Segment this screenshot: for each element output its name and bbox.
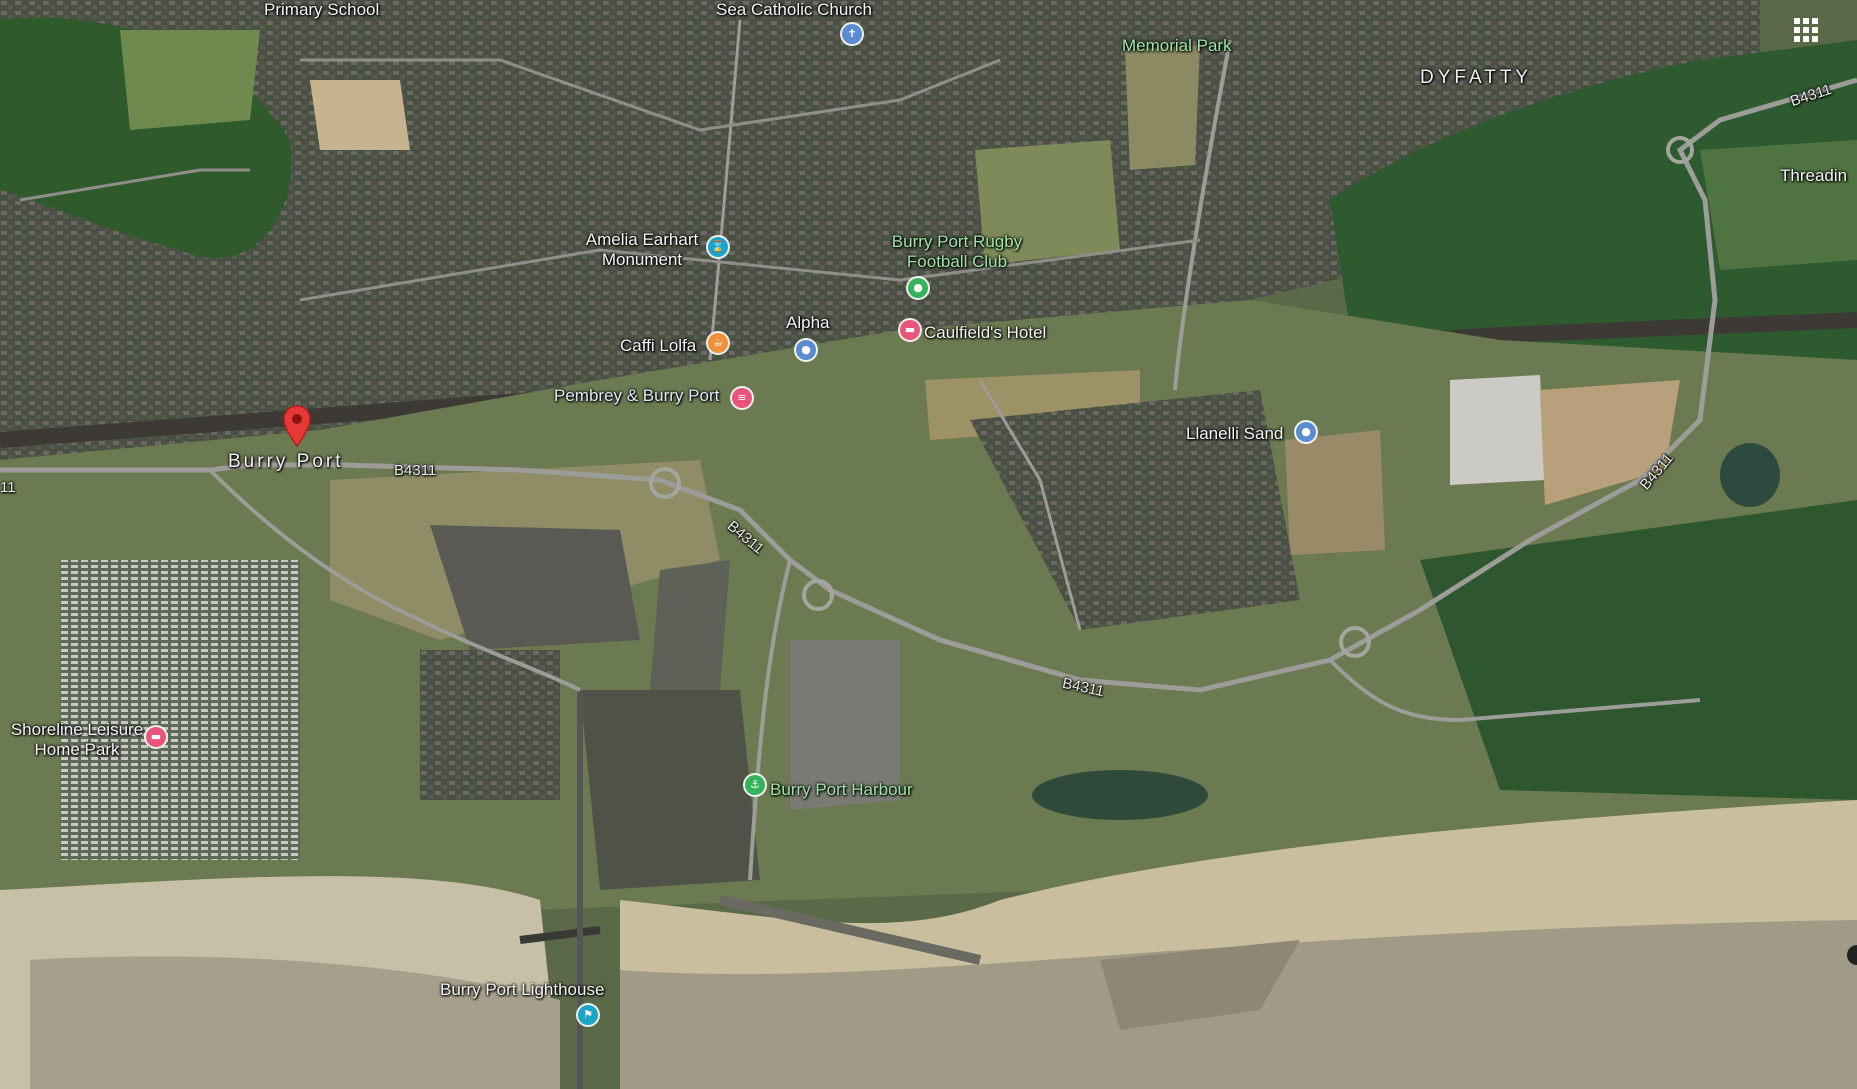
harbour-icon[interactable]: ⚓	[745, 775, 765, 795]
hotel-icon[interactable]: ▬	[900, 320, 920, 340]
hotel-icon[interactable]: ▬	[146, 727, 166, 747]
monument-icon[interactable]: ⌛	[708, 237, 728, 257]
label-primary-school[interactable]: Primary School	[264, 0, 380, 19]
label-amelia-earhart[interactable]: Amelia Earhart Monument	[582, 230, 702, 270]
road-label-b4311: B4311	[394, 462, 437, 479]
train-station-icon[interactable]: ≡	[732, 388, 752, 408]
label-caffi-lolfa[interactable]: Caffi Lolfa	[620, 336, 697, 355]
label-shoreline-line1: Shoreline Leisure	[10, 720, 144, 739]
label-burry-port: Burry Port	[228, 451, 344, 472]
label-burry-port-rugby-line1: Burry Port Rugby	[891, 232, 1023, 251]
label-alpha[interactable]: Alpha	[786, 313, 830, 332]
church-icon[interactable]: ✝	[842, 24, 862, 44]
cafe-icon[interactable]: ☕	[708, 333, 728, 353]
road-label-b4311-edge: 11	[0, 479, 16, 496]
label-shoreline-leisure[interactable]: Shoreline Leisure Home Park	[2, 720, 152, 760]
label-sea-catholic-church[interactable]: Sea Catholic Church	[716, 0, 872, 19]
label-amelia-earhart-line1: Amelia Earhart	[585, 230, 699, 249]
label-burry-port-harbour[interactable]: Burry Port Harbour	[770, 780, 913, 799]
label-burry-port-rugby-line2: Football Club	[906, 252, 1008, 271]
label-caulfields-hotel[interactable]: Caulfield's Hotel	[924, 323, 1047, 342]
apps-grid-icon[interactable]	[1794, 18, 1818, 42]
label-burry-port-lighthouse[interactable]: Burry Port Lighthouse	[440, 980, 605, 999]
label-amelia-earhart-line2: Monument	[601, 250, 683, 269]
alpha-pin-icon[interactable]: ●	[796, 340, 816, 360]
label-dyfatty: DYFATTY	[1420, 67, 1533, 88]
label-shoreline-line2: Home Park	[34, 740, 120, 759]
location-pin-icon[interactable]	[282, 404, 312, 448]
label-llanelli-sand[interactable]: Llanelli Sand	[1186, 424, 1284, 443]
label-burry-port-rugby[interactable]: Burry Port Rugby Football Club	[882, 232, 1032, 272]
label-pembrey-burry-port[interactable]: Pembrey & Burry Port	[554, 386, 720, 405]
lighthouse-icon[interactable]: ⚑	[578, 1005, 598, 1025]
label-threading[interactable]: Threadin	[1780, 166, 1848, 185]
llanelli-sand-pin-icon[interactable]: ●	[1296, 422, 1316, 442]
label-memorial-park[interactable]: Memorial Park	[1122, 36, 1232, 55]
sport-icon[interactable]: ●	[908, 278, 928, 298]
